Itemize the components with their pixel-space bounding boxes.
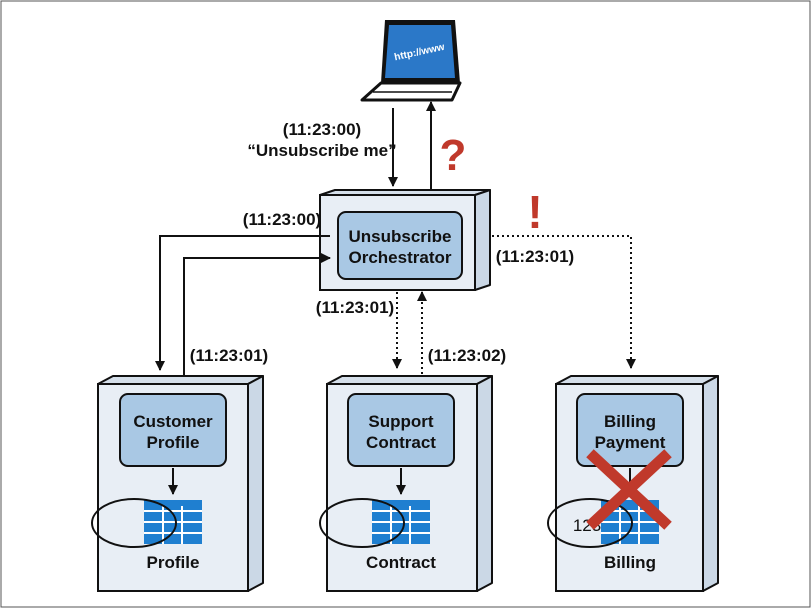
highlight-ellipse — [319, 498, 405, 548]
database-table-icon — [144, 500, 202, 544]
service-label-line1: Support — [368, 412, 433, 431]
contract-to-orch-time: (11:23:02) — [428, 346, 506, 365]
profile-to-orch-time: (11:23:01) — [190, 346, 268, 365]
service-inner-billing-payment — [576, 393, 684, 467]
service-label-line1: Customer — [133, 412, 213, 431]
database-label: Billing — [604, 553, 656, 572]
orchestrator-label-line1: Unsubscribe — [349, 227, 452, 246]
database-label: Contract — [366, 553, 436, 572]
orch-to-billing-arrow — [492, 235, 636, 369]
failure-x-icon — [586, 449, 672, 530]
database-table-icon — [372, 500, 430, 544]
orch-to-profile-arrow — [155, 235, 330, 371]
question-mark-icon: ? — [440, 131, 467, 180]
highlight-ellipse — [547, 498, 633, 548]
profile-to-orch-arrow — [183, 253, 331, 376]
service-label-line2: Profile — [147, 433, 200, 452]
orchestrator-label-line2: Orchestrator — [349, 248, 452, 267]
orchestrator-inner — [337, 211, 463, 280]
service-label-line2: Contract — [366, 433, 436, 452]
exclamation-mark-icon: ! — [527, 186, 542, 238]
service-inner-customer-profile — [119, 393, 227, 467]
service-box-support-contract: Support Contract Contract — [319, 375, 493, 592]
request-time-label: (11:23:00) — [283, 120, 361, 139]
database-label: Profile — [147, 553, 200, 572]
service-inner-support-contract — [347, 393, 455, 467]
orch-to-profile-time: (11:23:00) — [243, 210, 321, 229]
service-label-line2: Payment — [595, 433, 666, 452]
orch-to-billing-time: (11:23:01) — [496, 247, 574, 266]
laptop-icon: http://www — [360, 20, 462, 102]
service-box-customer-profile: Customer Profile Profile — [91, 375, 264, 592]
service-label-line1: Billing — [604, 412, 656, 431]
request-message-label: “Unsubscribe me” — [247, 141, 396, 160]
service-box-billing-payment: Billing Payment 123 Billing — [547, 375, 719, 592]
orchestrator-box: Unsubscribe Orchestrator — [319, 189, 491, 291]
highlight-ellipse — [91, 498, 177, 548]
orch-to-contract-time: (11:23:01) — [316, 298, 394, 317]
